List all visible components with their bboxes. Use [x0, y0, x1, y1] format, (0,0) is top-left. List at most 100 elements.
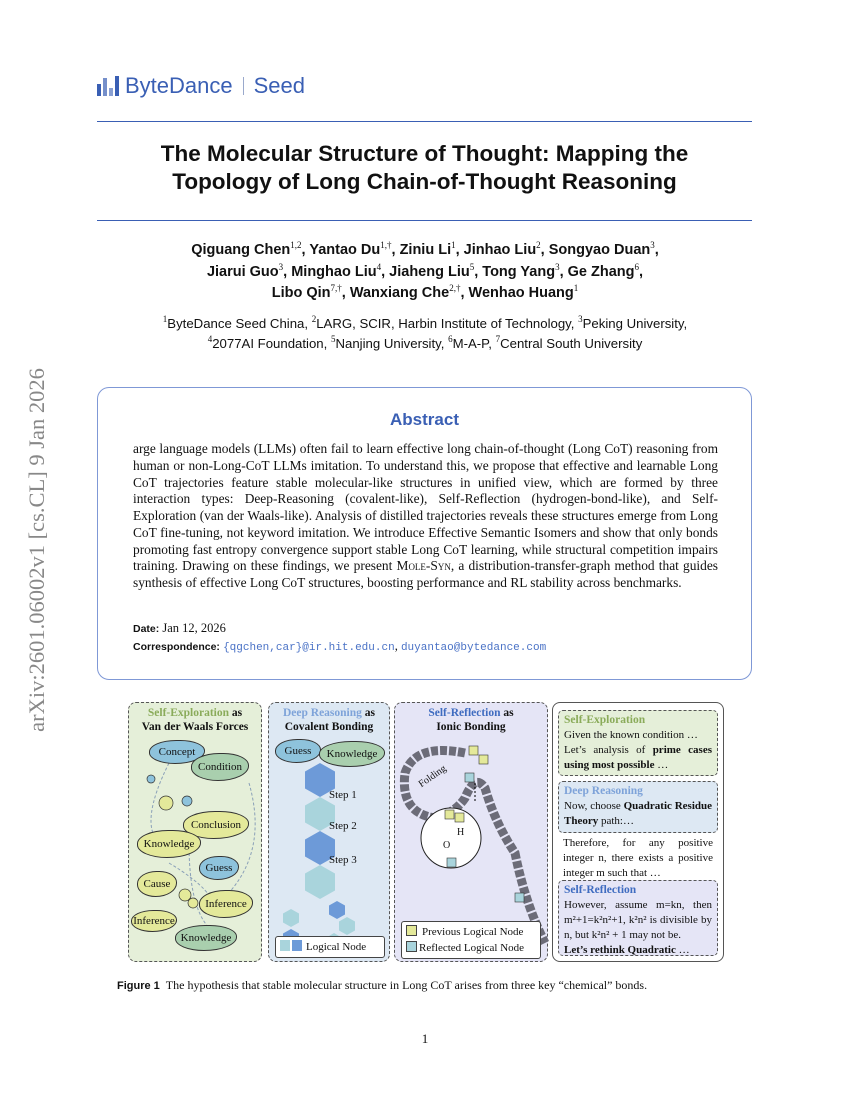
legend-label: Reflected Logical Node — [419, 942, 525, 954]
text-part: … — [654, 759, 669, 771]
date-line: Date: Jan 12, 2026 — [133, 621, 226, 636]
paper-title: The Molecular Structure of Thought: Mapp… — [97, 140, 752, 196]
legend-label: Previous Logical Node — [422, 926, 524, 938]
superscript: 3 — [578, 314, 583, 324]
bytedance-seed-logo: ByteDance Seed — [97, 72, 305, 100]
logo-brand: ByteDance — [125, 73, 233, 98]
top-rule — [97, 121, 752, 122]
text-part: Now, choose — [564, 800, 624, 812]
abstract-part: arge language models (LLMs) often fail t… — [133, 441, 718, 574]
author: Yantao Du1,† — [309, 240, 392, 259]
logical-node-hex — [339, 917, 355, 935]
superscript: 1 — [451, 240, 456, 250]
box-title: Self-Exploration — [564, 714, 646, 726]
folded-chain — [399, 745, 549, 946]
affiliation-name: Nanjing University — [335, 335, 441, 351]
logo-divider — [242, 77, 244, 95]
affiliation-list: 1ByteDance Seed China, 2LARG, SCIR, Harb… — [162, 314, 688, 351]
superscript: 4 — [207, 333, 213, 344]
author: Ge Zhang6 — [568, 261, 640, 280]
box-text: However, assume m=kn, then m²+1=k²n²+1, … — [564, 899, 712, 941]
superscript: 4 — [376, 261, 382, 272]
step-label: Step 1 — [329, 789, 357, 801]
author: Ziniu Li1 — [399, 240, 456, 259]
superscript: 1,† — [380, 240, 392, 250]
plain-text: Therefore, for any positive integer n, t… — [563, 837, 713, 879]
superscript: 1 — [162, 314, 168, 324]
author-name: Qiguang Chen — [191, 242, 291, 258]
legend-nodes: Previous Logical Node Reflected Logical … — [401, 921, 541, 959]
box-title: Self-Reflection — [564, 884, 637, 896]
author-name: Tong Yang — [482, 263, 556, 280]
author-list: Qiguang Chen1,2, Yantao Du1,†, Ziniu Li1… — [191, 240, 659, 302]
title-as: as — [500, 707, 514, 719]
legend-previous: Previous Logical Node — [406, 924, 536, 940]
author-name: Wenhao Huang — [468, 285, 574, 301]
author: Songyao Duan3 — [548, 240, 655, 259]
node-inference: Inference — [199, 890, 253, 918]
text-bold: Quadratic Residue Theory — [564, 800, 713, 827]
email-link[interactable]: duyantao@bytedance.com — [400, 642, 547, 654]
superscript: 6 — [634, 261, 640, 272]
superscript: 1,2 — [290, 240, 302, 250]
abstract-part: , a distribution-transfer-graph method t… — [133, 558, 719, 590]
legend-reflected: Reflected Logical Node — [406, 940, 536, 956]
step-label: Step 2 — [329, 820, 357, 832]
author-name: Jinhao Liu — [463, 242, 537, 258]
correspondence-line: Correspondence: {qgchen,car}@ir.hit.edu.… — [133, 639, 546, 654]
author-name: Jiarui Guo — [206, 263, 279, 280]
legend-label: Logical Node — [306, 941, 367, 953]
logical-node-hex — [305, 865, 335, 899]
superscript: 5 — [469, 261, 475, 272]
page-number: 1 — [421, 1031, 429, 1046]
box-title: Deep Reasoning — [564, 785, 643, 797]
author: Jiarui Guo3 — [206, 262, 283, 280]
node-knowledge: Knowledge — [137, 830, 201, 858]
author: Jinhao Liu2 — [463, 240, 541, 259]
author: Jiaheng Liu5 — [389, 261, 475, 280]
separator: , — [394, 639, 401, 653]
caption-label: Figure 1 — [117, 980, 160, 992]
affiliation-name: ByteDance Seed China — [167, 316, 305, 331]
text-part: Let’s analysis of — [564, 744, 653, 756]
method-name: Mole-Syn — [396, 558, 451, 574]
logo-bars-icon — [97, 76, 119, 96]
affiliation: 7Central South University — [496, 334, 643, 351]
title-line-1: The Molecular Structure of Thought: Mapp… — [160, 141, 689, 166]
author-name: Ziniu Li — [399, 242, 452, 258]
affiliation-name: 2077AI Foundation — [212, 335, 324, 351]
affiliation: 3Peking University — [578, 314, 684, 332]
affiliation-name: Peking University — [582, 316, 684, 331]
title-sub: Van der Waals Forces — [141, 721, 249, 733]
affiliation: 2LARG, SCIR, Harbin Institute of Technol… — [311, 314, 571, 332]
logical-node-hex — [329, 901, 345, 919]
title-sub: Covalent Bonding — [284, 721, 374, 733]
title-as: as — [361, 707, 375, 719]
affiliation: 1ByteDance Seed China — [162, 314, 305, 332]
superscript: 3 — [650, 240, 655, 250]
logo-product: Seed — [253, 73, 306, 98]
affiliation-name: LARG, SCIR, Harbin Institute of Technolo… — [316, 316, 571, 331]
email-link[interactable]: {qgchen,car}@ir.hit.edu.cn — [223, 642, 395, 654]
logical-node-hex — [305, 831, 335, 865]
affiliation: 6M-A-P — [448, 334, 488, 351]
hex-light-icon — [280, 940, 290, 951]
superscript: 2 — [311, 314, 317, 324]
author-name: Songyao Duan — [548, 242, 651, 258]
text-part: path:… — [598, 815, 634, 827]
title-sub: Ionic Bonding — [436, 721, 506, 733]
legend-logical-node: Logical Node — [275, 936, 385, 958]
superscript: 2,† — [449, 283, 461, 293]
superscript: 2 — [536, 240, 541, 250]
superscript: 3 — [555, 261, 560, 272]
logical-node-hex — [283, 909, 299, 927]
box-text: Now, choose Quadratic Residue Theory pat… — [564, 799, 712, 829]
